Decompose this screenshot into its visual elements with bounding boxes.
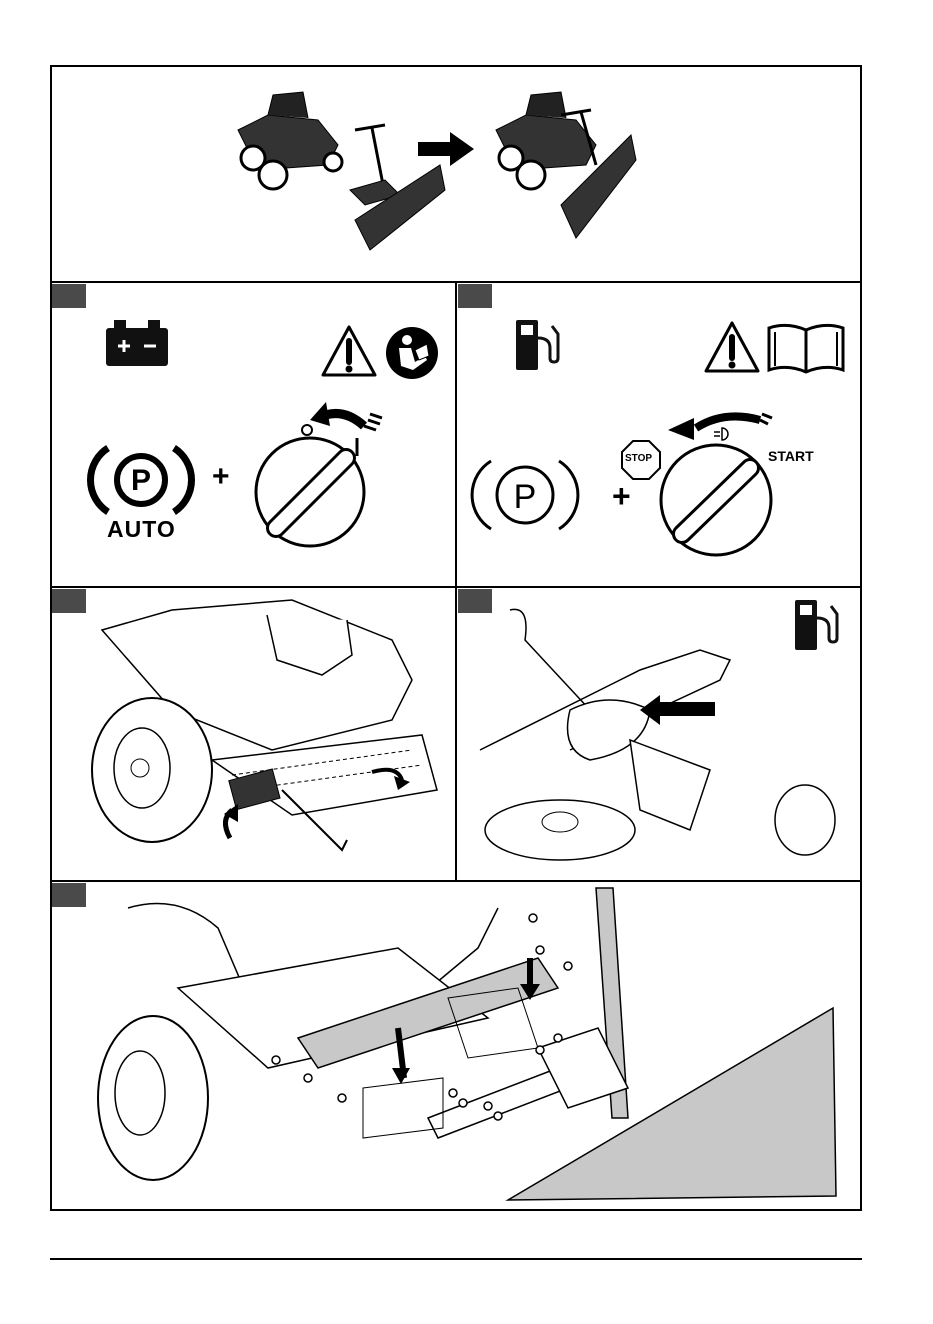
tractor-icon [228,90,358,200]
battery-icon [106,320,168,366]
footer-rule [50,1258,862,1260]
step-marker-3 [52,589,86,613]
divider-col [455,281,457,882]
svg-text:P: P [514,478,537,516]
headlight-icon [664,404,774,444]
manual-book-icon [767,322,845,374]
parking-brake-icon: P [92,442,190,518]
step-marker-5 [52,883,86,907]
frame-detail-illustration [470,600,850,866]
read-manual-icon [385,326,439,380]
start-label: START [768,448,814,464]
auto-label: AUTO [107,516,176,543]
parking-brake-icon-2: P [475,455,575,535]
arrow-right-icon [418,132,474,166]
step-marker-2 [458,284,492,308]
tractor-front-illustration [92,600,452,870]
tractor-with-plow-icon [486,90,636,240]
warning-icon [320,324,378,378]
svg-text:P: P [131,464,151,497]
plus-sign-2: + [612,478,631,515]
stop-label: STOP [625,453,652,464]
warning-icon-2 [703,320,761,374]
plus-sign: + [212,460,230,494]
ignition-key-icon [252,398,392,550]
assembly-illustration [98,888,838,1200]
step-marker-1 [52,284,86,308]
ignition-key-icon-2 [658,442,774,558]
fuel-pump-icon [516,320,564,370]
